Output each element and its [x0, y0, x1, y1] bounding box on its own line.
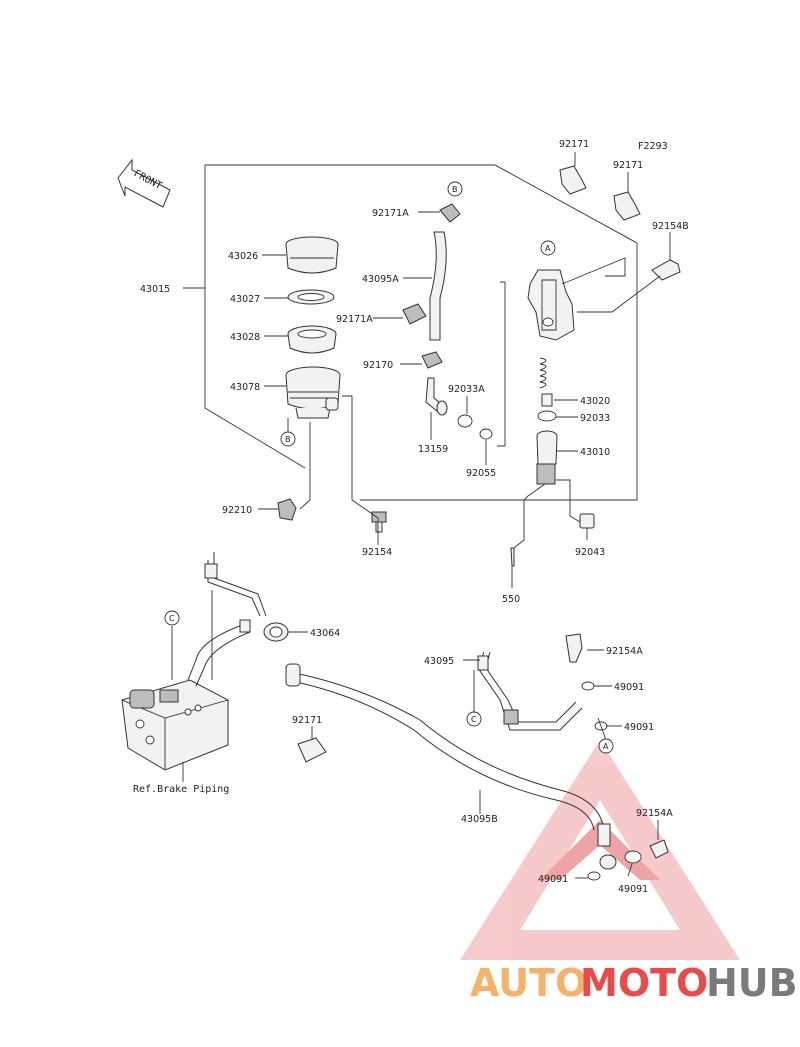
clamp-92170 [421, 351, 443, 369]
master-cylinder-body [527, 269, 575, 341]
svg-text:HUB: HUB [706, 961, 798, 1005]
label-92171-b: 92171 [613, 160, 643, 171]
pushrod-43010 [536, 430, 558, 485]
front-arrow-icon: FRONT [117, 158, 171, 208]
label-43020: 43020 [580, 396, 610, 407]
label-92154A-top: 92154A [606, 646, 643, 657]
label-92210: 92210 [222, 505, 252, 516]
washer-49091-a [581, 681, 595, 691]
diaphragm [287, 325, 337, 354]
label-49091-c: 49091 [538, 874, 568, 885]
label-43028: 43028 [230, 332, 260, 343]
callout-c-left: C [164, 610, 180, 626]
banjo-bolt-92154A-top [565, 633, 583, 663]
label-13159: 13159 [418, 444, 448, 455]
piston-spring-43020 [539, 357, 553, 407]
reservoir-tank [285, 366, 341, 419]
main-hose-43095B [187, 619, 605, 831]
label-92033: 92033 [580, 413, 610, 424]
label-92171-low: 92171 [292, 715, 322, 726]
svg-text:C: C [169, 614, 175, 623]
lower-fitting [597, 823, 669, 870]
label-49091-a: 49091 [614, 682, 644, 693]
label-92055: 92055 [466, 468, 496, 479]
label-550: 550 [502, 594, 520, 605]
watermark-logo [460, 740, 740, 960]
fitting-13159 [425, 377, 448, 416]
oring-92055 [479, 428, 493, 440]
assembly-frame [204, 164, 638, 501]
svg-text:A: A [603, 742, 609, 751]
svg-text:C: C [471, 715, 477, 724]
label-49091-b: 49091 [624, 722, 654, 733]
hose-clamp-mid [402, 303, 427, 325]
label-43026: 43026 [228, 251, 258, 262]
label-92033A: 92033A [448, 384, 485, 395]
bolt-92154 [371, 511, 387, 533]
label-92170: 92170 [363, 360, 393, 371]
bolt-92154B [651, 259, 681, 281]
diaphragm-plate [287, 289, 335, 305]
callout-b-low: B [280, 431, 296, 447]
hose-43095 [477, 651, 583, 731]
svg-text:MOTO: MOTO [580, 961, 708, 1005]
label-92154B: 92154B [652, 221, 689, 232]
leader-lines-lower [171, 590, 659, 879]
svg-text:B: B [452, 185, 458, 194]
label-43095: 43095 [424, 656, 454, 667]
svg-text:AUTO: AUTO [470, 961, 587, 1005]
hose-clamp-top [439, 203, 461, 223]
label-92154A-low: 92154A [636, 808, 673, 819]
label-43027: 43027 [230, 294, 260, 305]
abs-unit [121, 679, 229, 771]
callout-b-top: B [447, 181, 463, 197]
label-92171A-top: 92171A [372, 208, 409, 219]
callout-c-right: C [466, 711, 482, 727]
ring-92033 [537, 410, 557, 422]
brake-pipe [204, 552, 267, 617]
watermark-text: AUTO MOTO HUB [470, 961, 798, 1005]
label-49091-d: 49091 [618, 884, 648, 895]
label-43095B: 43095B [461, 814, 498, 825]
cotter-pin-550 [510, 547, 515, 567]
label-92171-a: 92171 [559, 139, 589, 150]
label-43064: 43064 [310, 628, 340, 639]
grommet-43064 [263, 622, 289, 642]
callout-a-top: A [540, 240, 556, 256]
washer-49091-c [587, 871, 601, 881]
label-43015: 43015 [140, 284, 170, 295]
leader-lines [183, 152, 671, 588]
svg-text:B: B [285, 435, 291, 444]
clamp-92171-b [613, 191, 641, 221]
label-43078: 43078 [230, 382, 260, 393]
reservoir-cap [285, 236, 339, 274]
oring-92033A [457, 414, 473, 428]
label-43010: 43010 [580, 447, 610, 458]
svg-text:A: A [545, 244, 551, 253]
label-92154: 92154 [362, 547, 392, 558]
label-92171A-mid: 92171A [336, 314, 373, 325]
bolt-92043 [579, 513, 595, 529]
clip-92210 [277, 498, 297, 521]
ref-brake-piping-label: Ref.Brake Piping [133, 784, 229, 795]
callout-a-low: A [598, 738, 614, 754]
reservoir-hose-43095A [429, 231, 447, 341]
label-92043: 92043 [575, 547, 605, 558]
diagram-code: F2293 [638, 141, 668, 152]
label-43095A: 43095A [362, 274, 399, 285]
clamp-92171-a [559, 165, 587, 195]
clamp-92171-low [297, 737, 327, 763]
